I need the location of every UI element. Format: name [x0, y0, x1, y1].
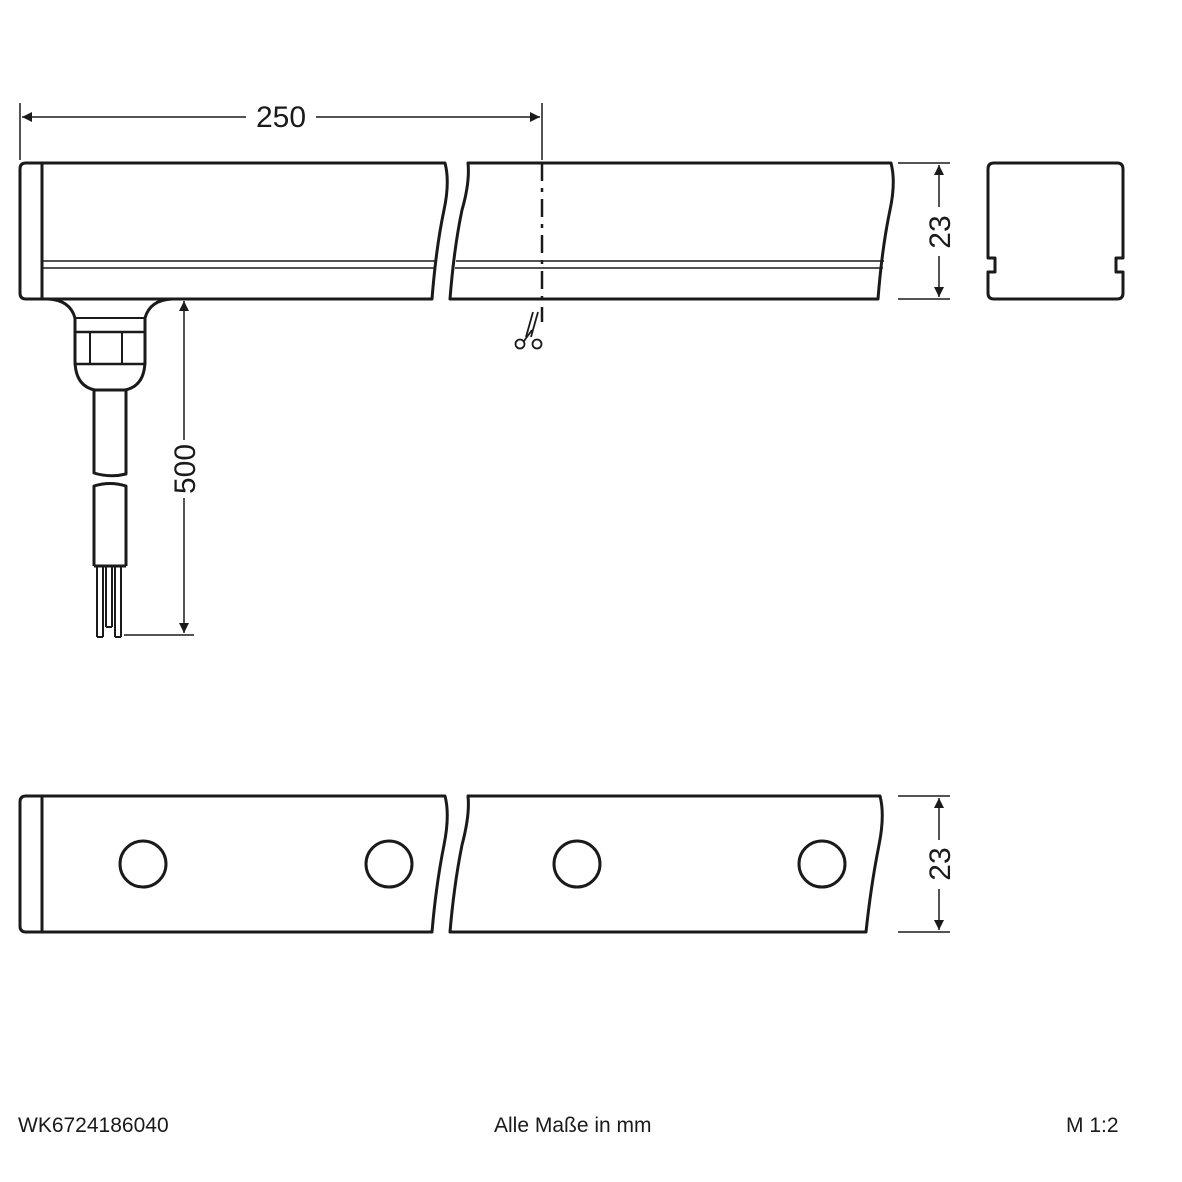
- cable-upper: [92, 390, 128, 478]
- dimension-height-side: [898, 162, 950, 300]
- bottom-view: [18, 794, 884, 934]
- dimension-height-bottom: [898, 795, 950, 933]
- dimension-cable-length-label: 500: [169, 444, 202, 494]
- connector-nut: [73, 330, 147, 366]
- mounting-hole-4: [797, 839, 847, 889]
- cable-lower: [92, 482, 128, 566]
- article-number: WK6724186040: [18, 1114, 169, 1137]
- dimension-cable-length: [124, 298, 194, 636]
- side-view: [18, 161, 895, 638]
- dimension-length-label: 250: [256, 101, 306, 134]
- dimension-height-bottom-label: 23: [924, 847, 957, 880]
- dimension-length: [19, 103, 543, 160]
- bottom-strip-right-segment: [448, 794, 884, 934]
- end-view-profile: [986, 161, 1125, 301]
- scissors-icon: [514, 311, 543, 350]
- scale-label: M 1:2: [1066, 1114, 1119, 1137]
- mounting-hole-2: [364, 839, 414, 889]
- mounting-hole-1: [118, 839, 168, 889]
- strip-right-segment: [448, 161, 895, 301]
- bottom-strip-left-segment: [18, 794, 449, 934]
- strip-left-segment: [18, 161, 449, 301]
- dimension-height-side-label: 23: [924, 215, 957, 248]
- cable-wires: [96, 566, 122, 638]
- units-note: Alle Maße in mm: [494, 1114, 652, 1137]
- cable-connector-housing: [47, 297, 173, 392]
- mounting-hole-3: [552, 839, 602, 889]
